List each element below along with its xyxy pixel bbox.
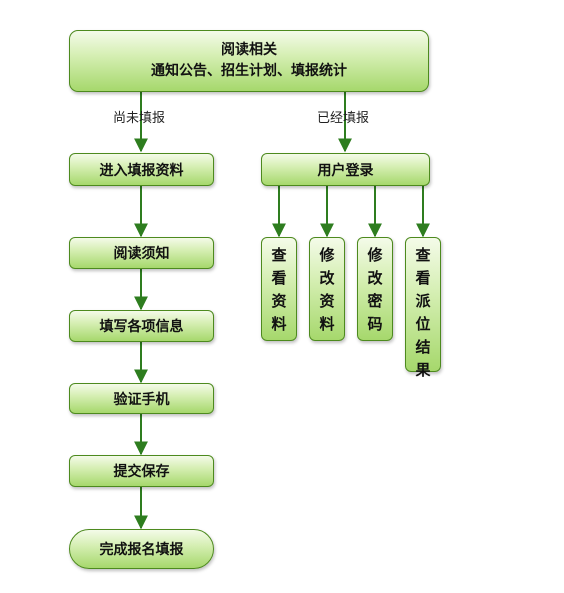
option-view-result-char: 派: [415, 292, 431, 310]
option-view-result-char: 结: [415, 338, 431, 356]
option-view-info-char: 查: [271, 246, 287, 264]
step-fill-info: 填写各项信息: [69, 310, 214, 342]
option-change-password-char: 改: [367, 269, 383, 287]
branch-label-filled: 已经填报: [317, 111, 370, 126]
option-change-password: 修 改 密 码: [357, 237, 393, 341]
top-info-line1: 阅读相关: [221, 42, 277, 58]
step-verify-phone: 验证手机: [69, 383, 214, 414]
step-submit-save: 提交保存: [69, 455, 214, 487]
option-edit-info-char: 改: [319, 269, 335, 287]
option-edit-info-char: 资: [319, 292, 335, 310]
option-edit-info-char: 料: [319, 315, 335, 333]
option-change-password-char: 码: [367, 315, 383, 333]
top-info-line2: 通知公告、招生计划、填报统计: [151, 63, 347, 79]
option-view-result-char: 果: [415, 361, 431, 379]
option-view-info-char: 料: [271, 315, 287, 333]
user-login-box: 用户登录: [261, 153, 430, 186]
option-view-info-char: 看: [271, 269, 287, 287]
branch-label-not-filled: 尚未填报: [113, 111, 166, 126]
option-view-result-char: 查: [415, 246, 431, 264]
option-view-result-char: 看: [415, 269, 431, 287]
step-complete-registration: 完成报名填报: [69, 529, 214, 569]
option-change-password-char: 密: [367, 292, 383, 310]
option-view-info-char: 资: [271, 292, 287, 310]
step-enter-info: 进入填报资料: [69, 153, 214, 186]
option-change-password-char: 修: [367, 246, 383, 264]
option-view-info: 查 看 资 料: [261, 237, 297, 341]
option-view-result-char: 位: [415, 315, 431, 333]
option-edit-info: 修 改 资 料: [309, 237, 345, 341]
top-info-box: 阅读相关 通知公告、招生计划、填报统计: [69, 30, 429, 92]
step-read-notice: 阅读须知: [69, 237, 214, 269]
option-edit-info-char: 修: [319, 246, 335, 264]
option-view-assignment-result: 查 看 派 位 结 果: [405, 237, 441, 379]
